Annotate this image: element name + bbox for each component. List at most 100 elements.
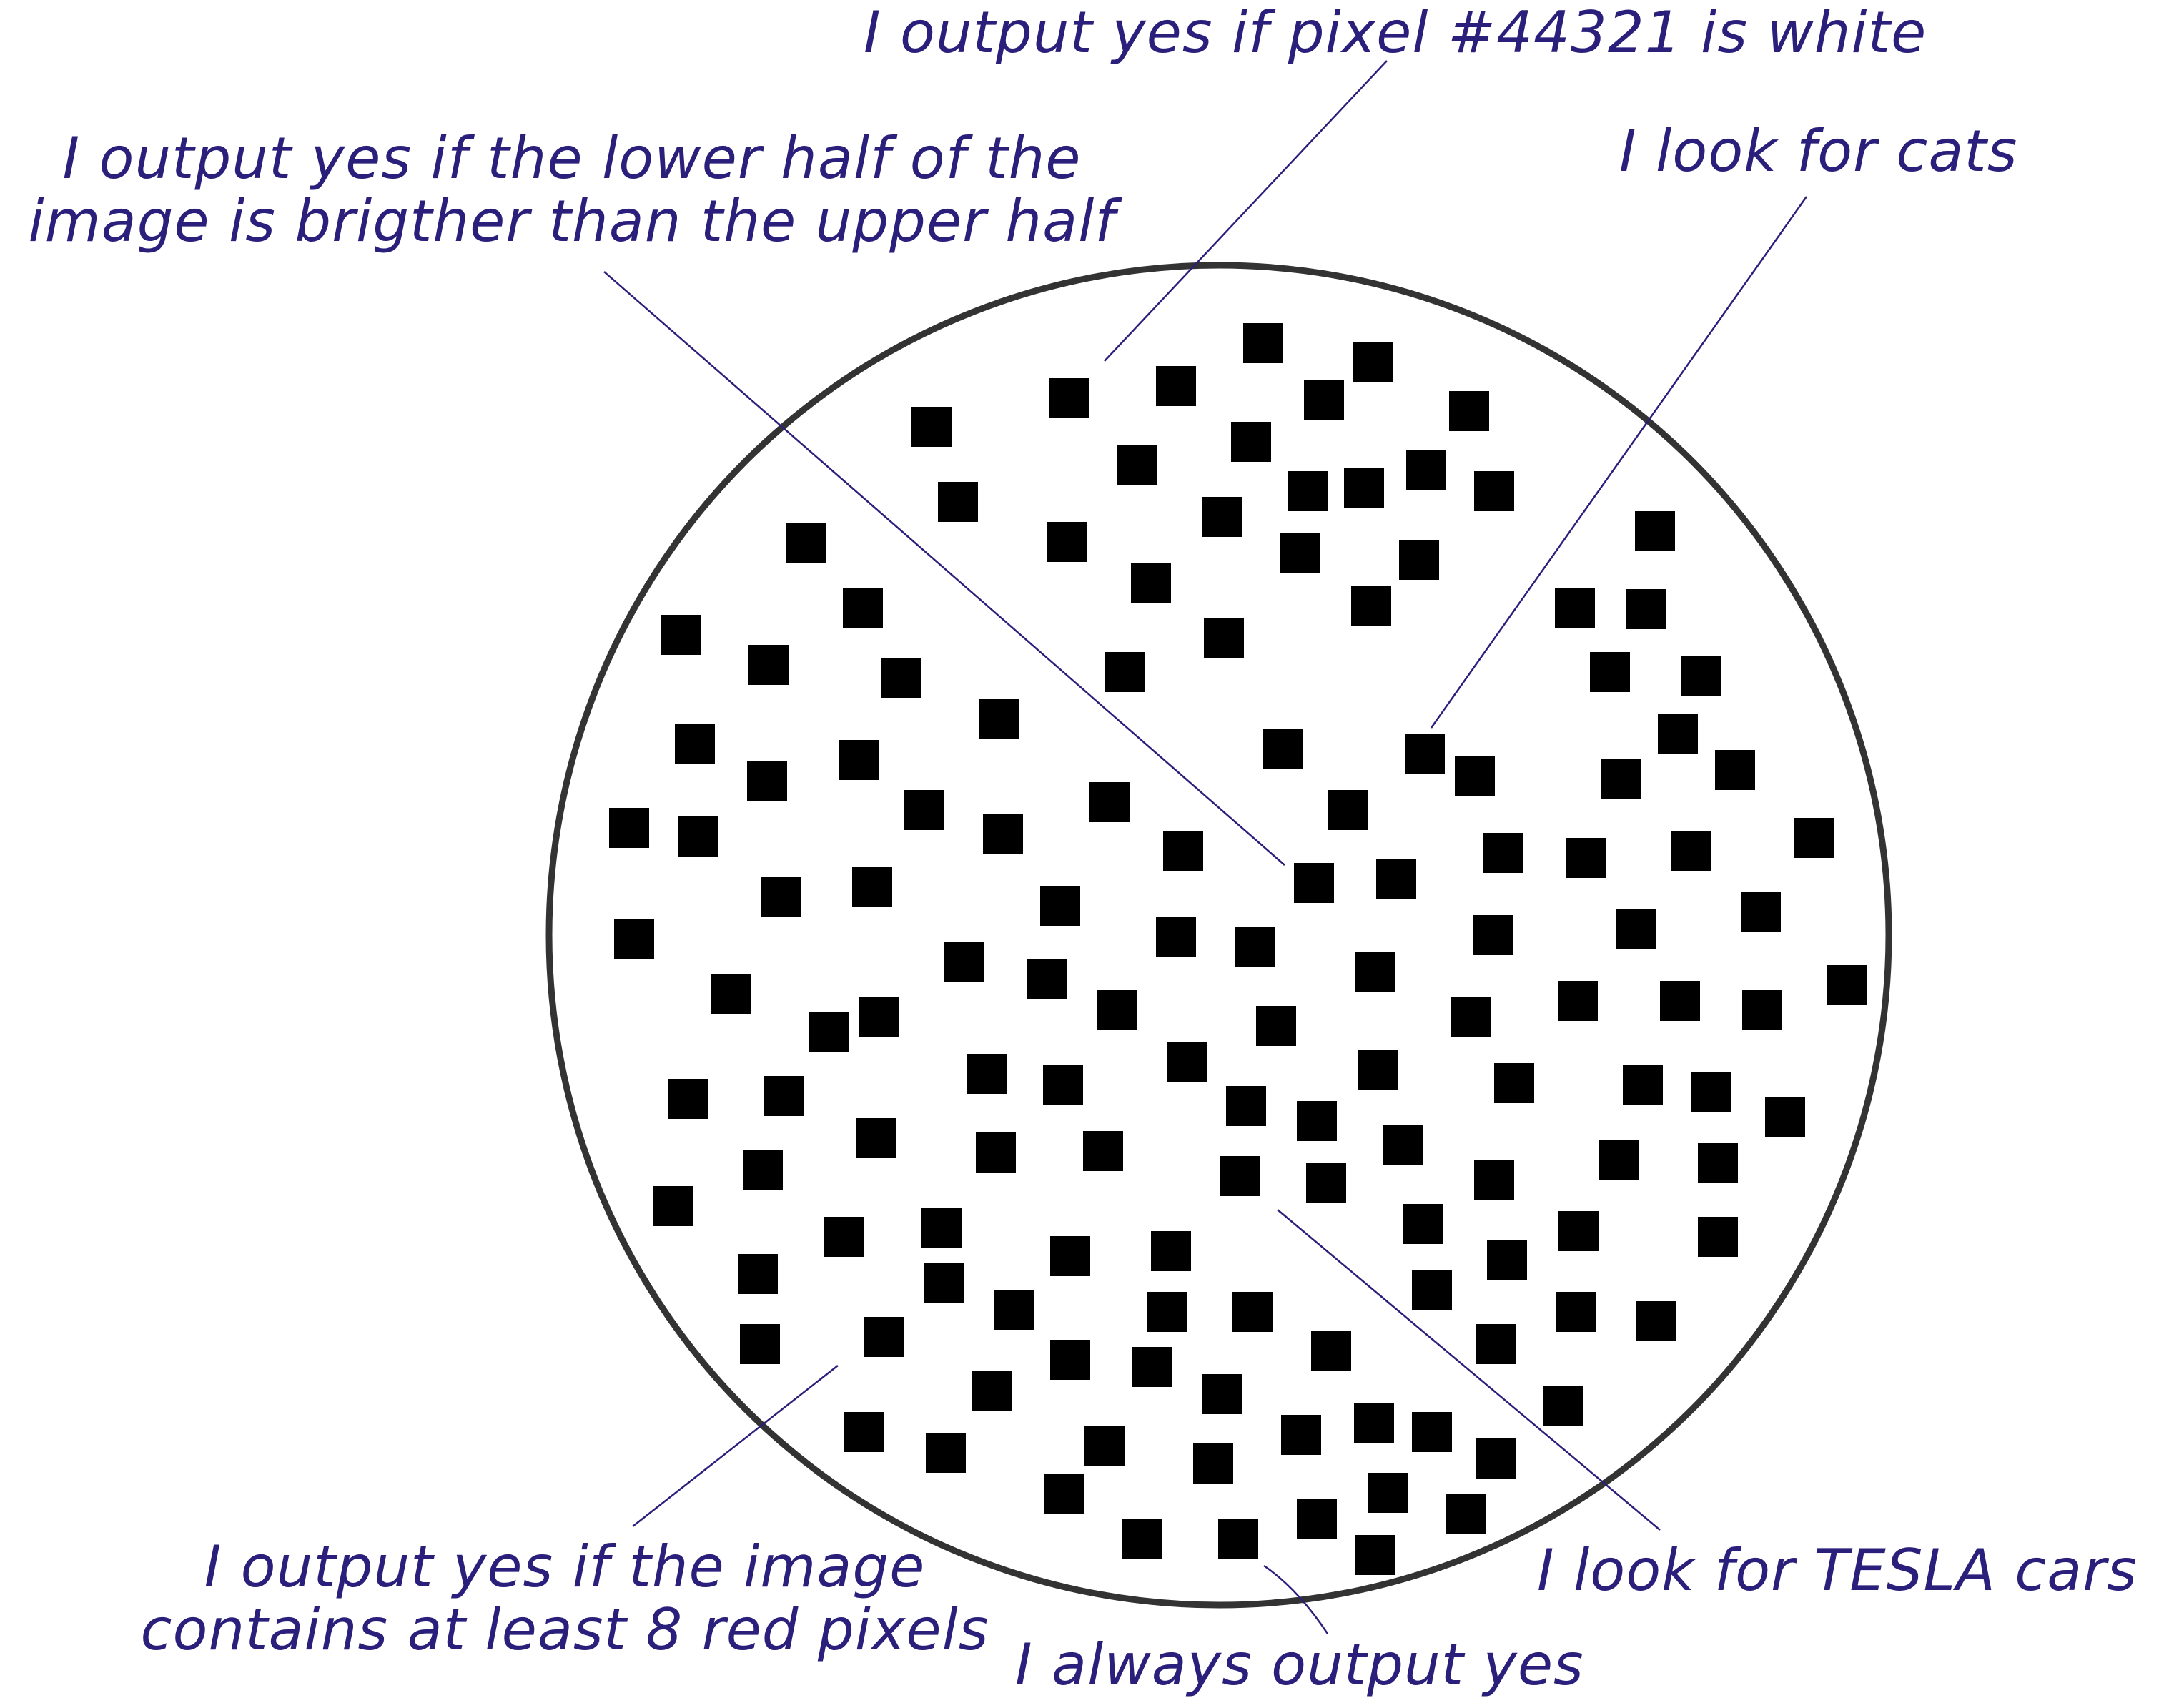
sample-square <box>1794 818 1834 858</box>
label-always-yes-text: I always output yes <box>1015 1632 1584 1698</box>
label-tesla-text: I look for TESLA cars <box>1537 1537 2138 1604</box>
sample-square <box>1231 422 1271 462</box>
label-red-pixels-line2: contains at least 8 red pixels <box>140 1596 989 1663</box>
sample-square <box>1406 450 1446 490</box>
sample-square <box>1412 1412 1452 1452</box>
sample-square <box>740 1324 780 1364</box>
sample-square <box>1601 759 1641 799</box>
sample-square <box>1405 734 1445 774</box>
sample-square <box>921 1208 962 1248</box>
sample-square <box>614 919 654 959</box>
sample-square <box>1297 1499 1337 1539</box>
sample-square <box>668 1079 708 1119</box>
sample-square <box>1226 1086 1266 1126</box>
sample-square <box>1163 831 1203 871</box>
sample-square <box>1204 618 1244 658</box>
sample-square <box>661 615 701 655</box>
sample-square <box>1354 1403 1394 1443</box>
sample-square <box>1827 965 1867 1005</box>
sample-square <box>1083 1131 1123 1171</box>
sample-square <box>824 1217 864 1257</box>
label-always-yes: I always output yes <box>1015 1634 1584 1697</box>
sample-square <box>1473 915 1513 955</box>
sample-square <box>747 761 787 801</box>
sample-square <box>738 1254 778 1294</box>
sample-square <box>678 816 718 857</box>
sample-square <box>852 867 892 907</box>
label-red-pixels: I output yes if the image contains at le… <box>100 1536 1029 1662</box>
sample-square <box>1403 1204 1443 1244</box>
sample-square <box>1131 563 1171 603</box>
sample-square <box>675 724 715 764</box>
sample-square <box>1483 833 1523 873</box>
sample-square <box>1590 652 1630 692</box>
sample-square <box>1399 540 1439 580</box>
sample-square <box>881 658 921 698</box>
sample-square <box>1681 656 1721 696</box>
sample-square <box>1097 990 1137 1030</box>
sample-square <box>1635 511 1675 551</box>
sample-square <box>1741 892 1781 932</box>
sample-square <box>856 1118 896 1158</box>
sample-square <box>1050 1236 1090 1276</box>
sample-square <box>859 997 899 1037</box>
sample-square <box>1280 533 1320 573</box>
sample-square <box>994 1290 1034 1330</box>
sample-square <box>1698 1143 1738 1183</box>
sample-square <box>711 974 751 1014</box>
sample-square <box>1476 1324 1516 1364</box>
sample-square <box>1691 1072 1731 1112</box>
sample-square <box>1558 1211 1599 1251</box>
sample-square <box>839 740 879 780</box>
sample-square <box>926 1433 966 1473</box>
sample-square <box>1476 1438 1516 1479</box>
sample-square <box>653 1186 693 1226</box>
sample-square <box>938 482 978 522</box>
hypothesis-space-circle <box>545 262 1892 1609</box>
leader-cats <box>1430 196 1808 729</box>
sample-square <box>1122 1519 1162 1559</box>
label-red-pixels-line1: I output yes if the image <box>204 1534 926 1600</box>
sample-square <box>1626 589 1666 629</box>
sample-square <box>1281 1415 1321 1455</box>
sample-square <box>1558 981 1598 1021</box>
leader-lines <box>603 60 1808 1634</box>
sample-square <box>1742 990 1782 1030</box>
sample-square <box>1288 471 1328 511</box>
sample-square <box>1566 838 1606 878</box>
sample-square <box>976 1132 1016 1173</box>
sample-square <box>1543 1386 1583 1426</box>
sample-squares <box>609 323 1867 1575</box>
sample-square <box>1355 952 1395 992</box>
sample-square <box>1555 588 1595 628</box>
sample-square <box>1089 782 1130 822</box>
label-cats-text: I look for cats <box>1619 118 2018 184</box>
sample-square <box>1358 1050 1398 1090</box>
label-cats: I look for cats <box>1619 120 2017 183</box>
sample-square <box>904 790 944 830</box>
sample-square <box>1117 445 1157 485</box>
sample-square <box>1474 471 1514 511</box>
sample-square <box>843 588 883 628</box>
sample-square <box>1636 1301 1676 1341</box>
sample-square <box>1132 1347 1172 1387</box>
sample-square <box>1368 1473 1408 1513</box>
sample-square <box>1049 378 1089 418</box>
sample-square <box>1167 1042 1207 1082</box>
sample-square <box>809 1012 849 1052</box>
sample-square <box>911 407 952 447</box>
sample-square <box>1306 1163 1346 1203</box>
leader-lower-half <box>603 271 1285 866</box>
sample-square <box>1105 652 1145 692</box>
label-tesla-cars: I look for TESLA cars <box>1537 1539 2138 1602</box>
sample-square <box>1147 1292 1187 1332</box>
sample-square <box>1412 1270 1452 1310</box>
sample-square <box>1658 714 1698 754</box>
label-pixel-44321: I output yes if pixel #44321 is white <box>864 1 1927 64</box>
sample-square <box>748 645 789 685</box>
sample-square <box>1047 522 1087 562</box>
leader-pixel <box>1104 60 1388 362</box>
sample-square <box>743 1150 783 1190</box>
sample-square <box>1040 886 1080 926</box>
sample-square <box>1599 1140 1639 1180</box>
